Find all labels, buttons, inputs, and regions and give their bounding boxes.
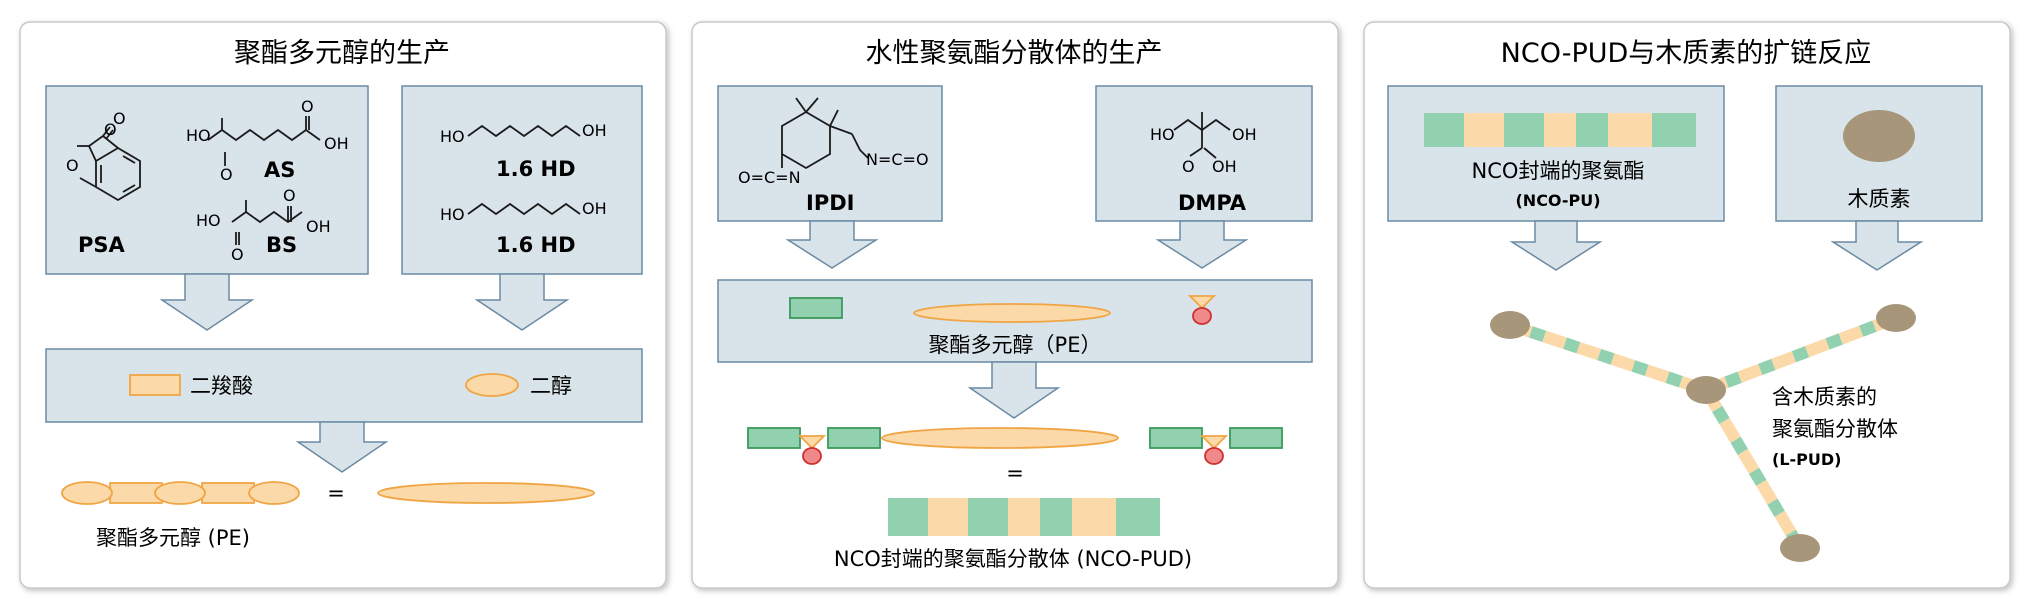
hd-atom-oh: OH (582, 199, 607, 218)
ipdi-atom-nco: N=C=O (866, 150, 929, 169)
equals-sign: = (1006, 461, 1024, 485)
arrow-down (474, 273, 570, 331)
hd-structure (467, 124, 581, 216)
as-atom-oh: OH (324, 134, 349, 153)
lpud-abbrev: (L-PUD) (1772, 450, 1841, 469)
pe-label: 聚酯多元醇（PE） (929, 333, 1102, 357)
polyester-chain (61, 481, 300, 505)
diol-symbol (465, 373, 519, 397)
dmpa-atom-o: O (1182, 157, 1195, 176)
lpud-label: 聚氨酯分散体 (1772, 417, 1898, 441)
hd-label: 1.6 HD (496, 233, 576, 257)
panel-wpu-dispersion: 水性聚氨酯分散体的生产 O=C=N N=C=O IPDI HO OH O OH … (691, 21, 1339, 589)
hd-label: 1.6 HD (496, 157, 576, 181)
bs-atom-o: O (231, 245, 244, 264)
dmpa-structure (1173, 112, 1231, 159)
reacted-chain (747, 427, 1283, 465)
arrow-down (1155, 220, 1249, 269)
panel-title: NCO-PUD与木质素的扩链反应 (1501, 38, 1872, 69)
product-label: NCO封端的聚氨酯分散体 (NCO-PUD) (834, 547, 1192, 571)
dmpa-atom-oh: OH (1232, 125, 1257, 144)
diacid-label: 二羧酸 (190, 374, 253, 398)
ipdi-structure (781, 97, 869, 170)
reagent-box-acids (45, 85, 369, 275)
panel-title: 聚酯多元醇的生产 (234, 38, 450, 69)
arrow-down (785, 220, 879, 269)
polyester-ellipse (377, 482, 595, 504)
lignin-symbol (1843, 110, 1915, 162)
hd-atom-ho: HO (440, 205, 465, 224)
psa-atom-o: O (113, 109, 126, 128)
dmpa-atom-ho: HO (1150, 125, 1175, 144)
reagent-box-diols (401, 85, 643, 275)
as-atom-ho: HO (186, 126, 211, 145)
as-label: AS (264, 158, 295, 182)
as-structure (207, 116, 321, 166)
ncopu-label: NCO封端的聚氨酯 (1472, 159, 1645, 183)
ipdi-label: IPDI (806, 191, 854, 215)
dmpa-atom-oh: OH (1212, 157, 1237, 176)
lignin-label: 木质素 (1848, 187, 1911, 211)
hd-atom-ho: HO (440, 127, 465, 146)
as-atom-o: O (301, 97, 314, 116)
ipdi-symbol (789, 297, 843, 319)
psa-structure (77, 126, 141, 202)
dmpa-label: DMPA (1178, 191, 1247, 215)
lpud-network (1490, 304, 1916, 562)
panel-chain-extension: NCO-PUD与木质素的扩链反应 NCO封端的聚氨酯 (NCO-PU) 木质素 (1363, 21, 2011, 589)
as-atom-o: O (220, 165, 233, 184)
nco-pud-bar (888, 498, 1160, 536)
ipdi-atom-nco: O=C=N (738, 168, 801, 187)
ncopu-bar (1424, 113, 1696, 147)
bs-atom-ho: HO (196, 211, 221, 230)
equals-sign: = (327, 481, 345, 505)
arrow-down (1509, 220, 1603, 271)
bs-atom-o: O (283, 186, 296, 205)
reagent-box-dmpa (1095, 85, 1313, 222)
dmpa-acid-symbol (1192, 307, 1212, 325)
bs-label: BS (266, 233, 297, 257)
bs-atom-oh: OH (306, 217, 331, 236)
psa-label: PSA (78, 233, 126, 257)
arrow-down (967, 361, 1061, 419)
ncopu-abbrev: (NCO-PU) (1515, 191, 1600, 210)
arrow-down (1830, 220, 1924, 271)
diol-label: 二醇 (530, 374, 572, 398)
panel-title: 水性聚氨酯分散体的生产 (866, 38, 1163, 69)
dmpa-symbol (1187, 295, 1217, 310)
arrow-down (159, 273, 255, 331)
psa-atom-o: O (104, 120, 117, 139)
hd-atom-oh: OH (582, 121, 607, 140)
product-label: 聚酯多元醇 (PE) (96, 526, 250, 550)
pe-symbol (913, 303, 1111, 323)
panel-polyester-polyol: 聚酯多元醇的生产 O O O PSA HO O O OH (19, 21, 667, 589)
lpud-label: 含木质素的 (1772, 385, 1877, 409)
diacid-symbol (129, 374, 181, 396)
reagent-box-ncopu (1387, 85, 1725, 222)
arrow-down (295, 421, 389, 473)
psa-atom-o: O (66, 156, 79, 175)
bs-structure (231, 200, 303, 245)
